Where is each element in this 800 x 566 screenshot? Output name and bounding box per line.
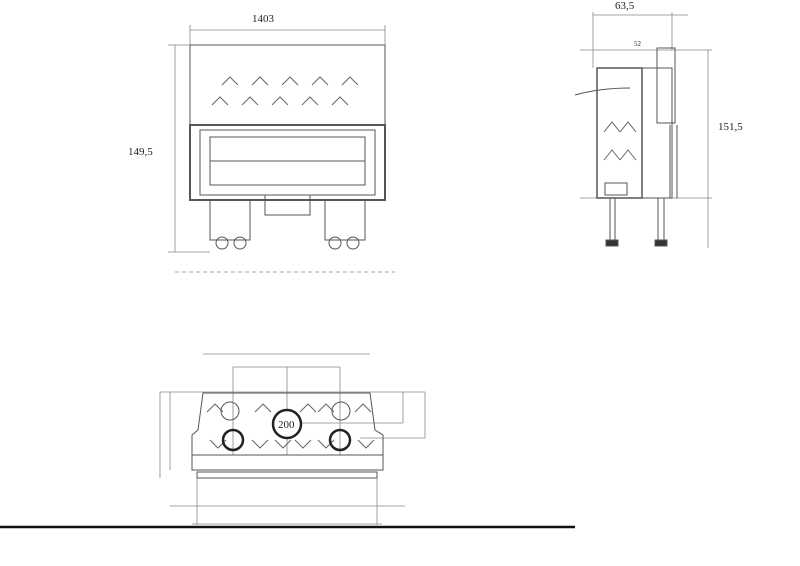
outlet-circle [220, 401, 240, 421]
door-frame [189, 124, 386, 201]
flue-diameter-label: 200 [278, 419, 295, 431]
inlet-circle [221, 428, 245, 452]
side-view: 63,5 151,5 52 [574, 0, 743, 248]
main-flue-outlet [271, 408, 303, 440]
depth-label: 63,5 [615, 0, 635, 12]
small-dimension-label: 52 [634, 40, 642, 48]
width-label: 1403 [252, 13, 275, 25]
left-leg [209, 199, 251, 241]
side-chevrons [603, 121, 637, 161]
front-view: 1403 149,5 [128, 13, 395, 273]
height-label: 149,5 [128, 146, 153, 158]
top-chevrons [206, 403, 375, 449]
side-body [596, 67, 643, 199]
right-leg [324, 199, 366, 241]
outlet-circle [331, 401, 351, 421]
inlet-circle [328, 428, 352, 452]
top-body [191, 392, 384, 471]
height-label-side: 151,5 [718, 121, 743, 133]
top-view: 200 [0, 353, 575, 529]
hood-chevrons [211, 76, 359, 106]
hood [189, 44, 386, 126]
